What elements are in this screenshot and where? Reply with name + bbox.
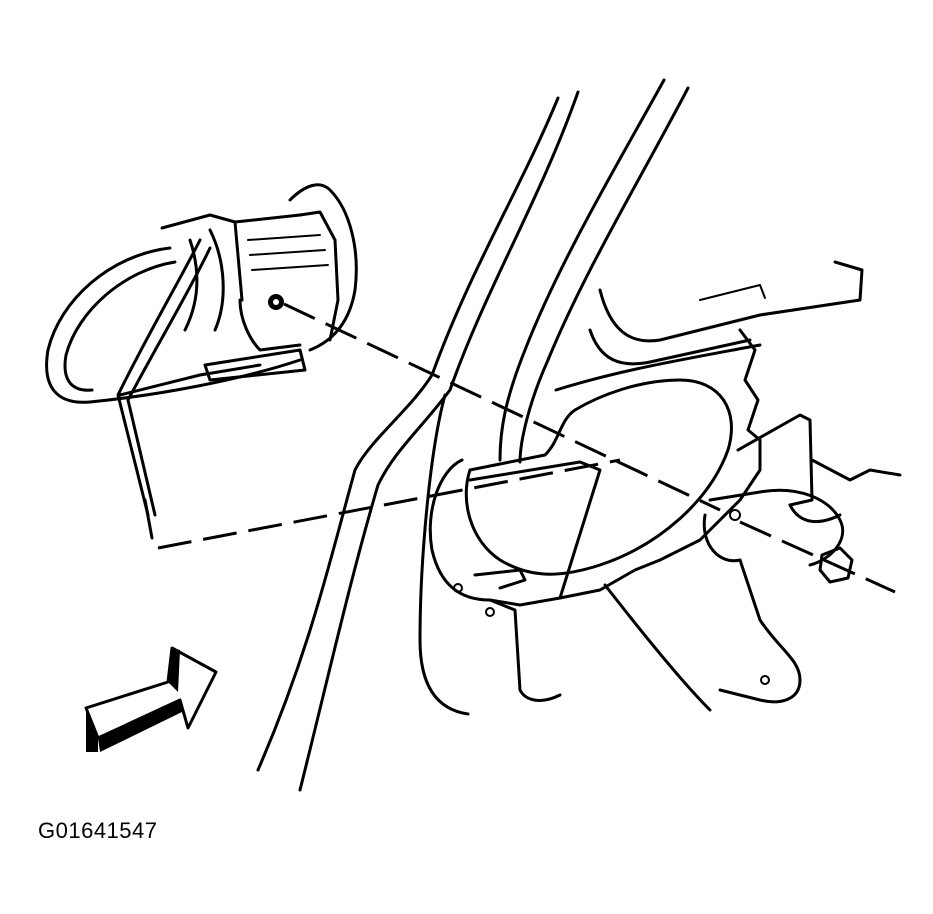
actuator-rod — [116, 238, 212, 540]
figure-id-label: G01641547 — [38, 818, 158, 843]
door-inner-panel — [428, 328, 762, 712]
handle-fastener-hole — [268, 294, 284, 310]
handle-bracket — [702, 413, 902, 704]
view-direction-arrow-icon — [84, 646, 218, 752]
door-handle-icon — [45, 183, 358, 404]
upper-trim-panel — [554, 260, 864, 392]
alignment-lines — [157, 302, 896, 594]
door-pillar-outline — [256, 78, 690, 792]
